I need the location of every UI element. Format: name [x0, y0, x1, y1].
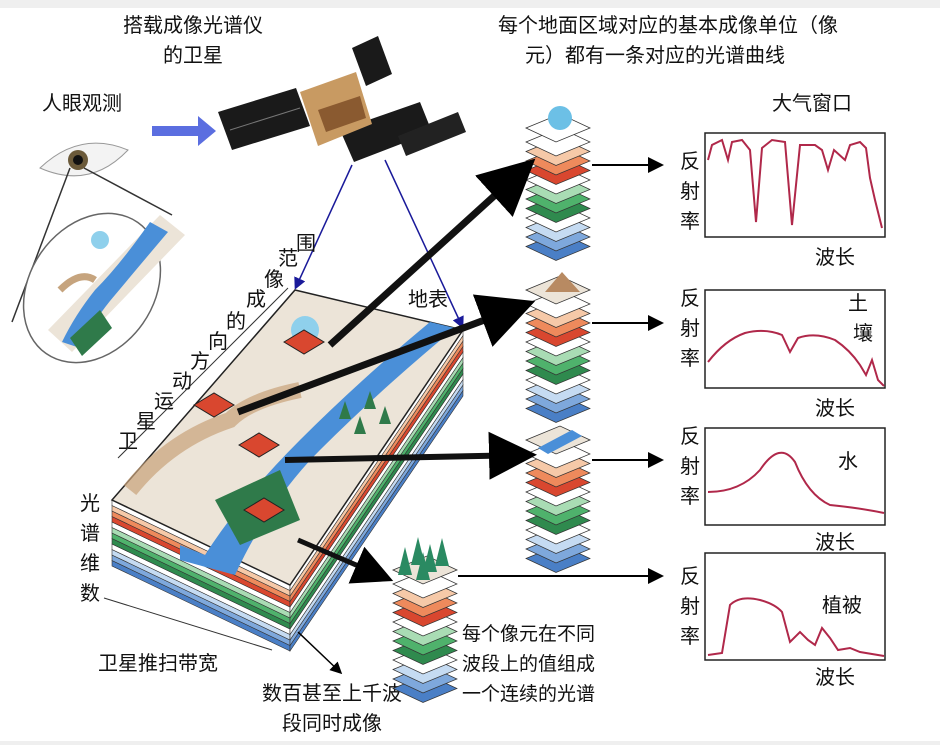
reflectance-axis-char: 射 — [680, 316, 700, 340]
atmos-window-label: 大气窗口 — [772, 91, 852, 115]
reflectance-axis-char: 率 — [680, 209, 700, 233]
direction-char: 围 — [296, 231, 316, 255]
direction-char: 像 — [264, 267, 284, 291]
reflectance-axis-char: 率 — [680, 624, 700, 648]
tree-icon — [364, 391, 376, 409]
bands-label-line1: 数百甚至上千波 — [262, 681, 402, 705]
satellite-icon — [218, 36, 466, 162]
soil-curve — [707, 329, 885, 387]
direction-char: 向 — [208, 329, 228, 353]
spectral-dim-char: 维 — [80, 551, 100, 575]
pixel-note-line2: 元）都有一条对应的光谱曲线 — [525, 43, 785, 67]
reflectance-axis-char: 率 — [680, 346, 700, 370]
water-title: 水 — [838, 449, 858, 473]
wavelength-axis-label: 波长 — [815, 530, 855, 554]
reflectance-axis-char: 射 — [680, 179, 700, 203]
scan-line-right — [384, 159, 464, 329]
reflectance-axis-char: 反 — [680, 424, 700, 448]
spectral-dim-char: 光 — [80, 491, 100, 515]
pixel-note-line1: 每个地面区域对应的基本成像单位（像 — [498, 13, 838, 37]
pixel-cell — [193, 392, 235, 418]
direction-line — [117, 287, 289, 459]
reflectance-axis-char: 反 — [680, 149, 700, 173]
scan-line-left — [294, 164, 353, 290]
pixel-cell — [238, 432, 280, 458]
water-icon — [538, 430, 582, 454]
vegetation-curve — [707, 597, 885, 657]
spectrum-arrows — [458, 157, 664, 584]
wavelength-axis-label: 波长 — [815, 245, 855, 269]
eye-icon — [11, 142, 173, 323]
wavelength-axis-label: 波长 — [815, 396, 855, 420]
human-eye-label: 人眼观测 — [42, 91, 122, 115]
reflectance-axis-char: 率 — [680, 484, 700, 508]
direction-char: 的 — [226, 309, 246, 333]
pixel-cell — [243, 497, 285, 523]
observation-arrow-icon — [152, 116, 216, 146]
satellite-label-line1: 搭载成像光谱仪 — [123, 13, 263, 37]
tree-icon — [379, 406, 391, 424]
direction-char: 方 — [190, 349, 210, 373]
surface-label: 地表 — [408, 287, 448, 311]
cloud-icon — [548, 106, 572, 130]
direction-char: 成 — [246, 287, 266, 311]
pixel-spectrum-line2: 波段上的值组成 — [462, 653, 595, 675]
swath-label: 卫星推扫带宽 — [98, 651, 218, 675]
pixel-spectrum-line3: 一个连续的光谱 — [462, 683, 595, 705]
satellite-label-line2: 的卫星 — [163, 43, 223, 67]
direction-char: 运 — [154, 389, 174, 413]
soil-title-char: 土 — [848, 291, 868, 315]
atmosphere-curve — [707, 138, 883, 229]
pixel-spectrum-line1: 每个像元在不同 — [462, 623, 595, 645]
tree-icon — [339, 401, 351, 419]
tree-icon — [416, 552, 430, 580]
reflectance-axis-char: 反 — [680, 286, 700, 310]
graph-atmosphere — [704, 132, 886, 238]
top-bar — [0, 0, 940, 8]
reflectance-axis-char: 射 — [680, 454, 700, 478]
pixel-cell — [283, 329, 325, 355]
swath-line — [103, 597, 273, 651]
eye-view-map — [22, 212, 185, 364]
bands-pointer — [297, 631, 343, 675]
tree-icon — [398, 547, 412, 575]
soil-mound-icon — [545, 272, 580, 292]
reflectance-axis-char: 反 — [680, 564, 700, 588]
pixel-stack-cloud — [525, 113, 591, 261]
bands-label-line2: 段同时成像 — [282, 711, 382, 735]
direction-char: 范 — [278, 246, 298, 270]
direction-char: 卫 — [118, 429, 138, 453]
graph-soil — [704, 289, 886, 389]
pixel-stack-vegetation — [392, 555, 458, 703]
vegetation-title: 植被 — [822, 593, 862, 617]
direction-char: 动 — [172, 369, 192, 393]
spectral-dim-char: 谱 — [80, 521, 100, 545]
graph-vegetation — [704, 552, 886, 661]
pixel-arrows — [236, 158, 537, 584]
pixel-stack-soil — [525, 275, 591, 423]
water-curve — [707, 451, 885, 514]
reflectance-axis-char: 射 — [680, 594, 700, 618]
bottom-bar — [0, 741, 940, 745]
wavelength-axis-label: 波长 — [815, 665, 855, 689]
tree-icon — [354, 416, 366, 434]
spectral-dim-char: 数 — [80, 581, 100, 605]
graph-water — [704, 427, 886, 526]
tree-icon — [423, 544, 437, 572]
soil-title-char: 壤 — [853, 321, 873, 345]
direction-char: 星 — [136, 409, 156, 433]
tree-icon — [435, 538, 449, 566]
